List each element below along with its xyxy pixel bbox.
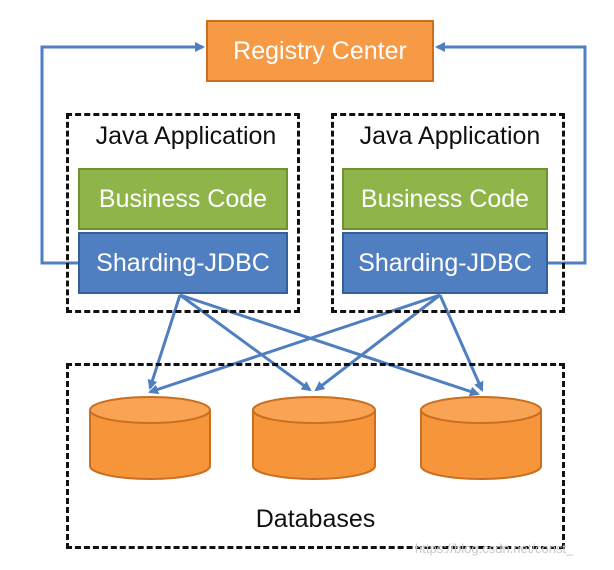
business-code-label-right: Business Code	[360, 184, 530, 213]
sharding-jdbc-box-right: Sharding-JDBC	[342, 232, 548, 294]
sharding-jdbc-label-left: Sharding-JDBC	[96, 248, 270, 277]
databases-container	[66, 363, 565, 549]
registry-center-label: Registry Center	[233, 36, 407, 65]
business-code-box-left: Business Code	[78, 168, 288, 230]
sharding-jdbc-label-right: Sharding-JDBC	[358, 248, 532, 277]
sharding-jdbc-box-left: Sharding-JDBC	[78, 232, 288, 294]
databases-label: Databases	[255, 505, 376, 533]
registry-center-box: Registry Center	[206, 20, 434, 82]
left-registry-connector	[40, 42, 205, 265]
java-application-container-right	[331, 113, 565, 313]
database-cylinder-3	[420, 396, 542, 480]
java-application-title-right: Java Application	[359, 122, 541, 150]
database-cylinder-2	[252, 396, 376, 480]
business-code-label-left: Business Code	[98, 184, 268, 213]
watermark-url: https://blog.csdn.net/const_	[415, 541, 574, 556]
java-application-title-left: Java Application	[95, 122, 277, 150]
java-application-container-left	[66, 113, 300, 313]
right-registry-connector	[435, 42, 587, 265]
database-cylinder-1	[89, 396, 211, 480]
business-code-box-right: Business Code	[342, 168, 548, 230]
